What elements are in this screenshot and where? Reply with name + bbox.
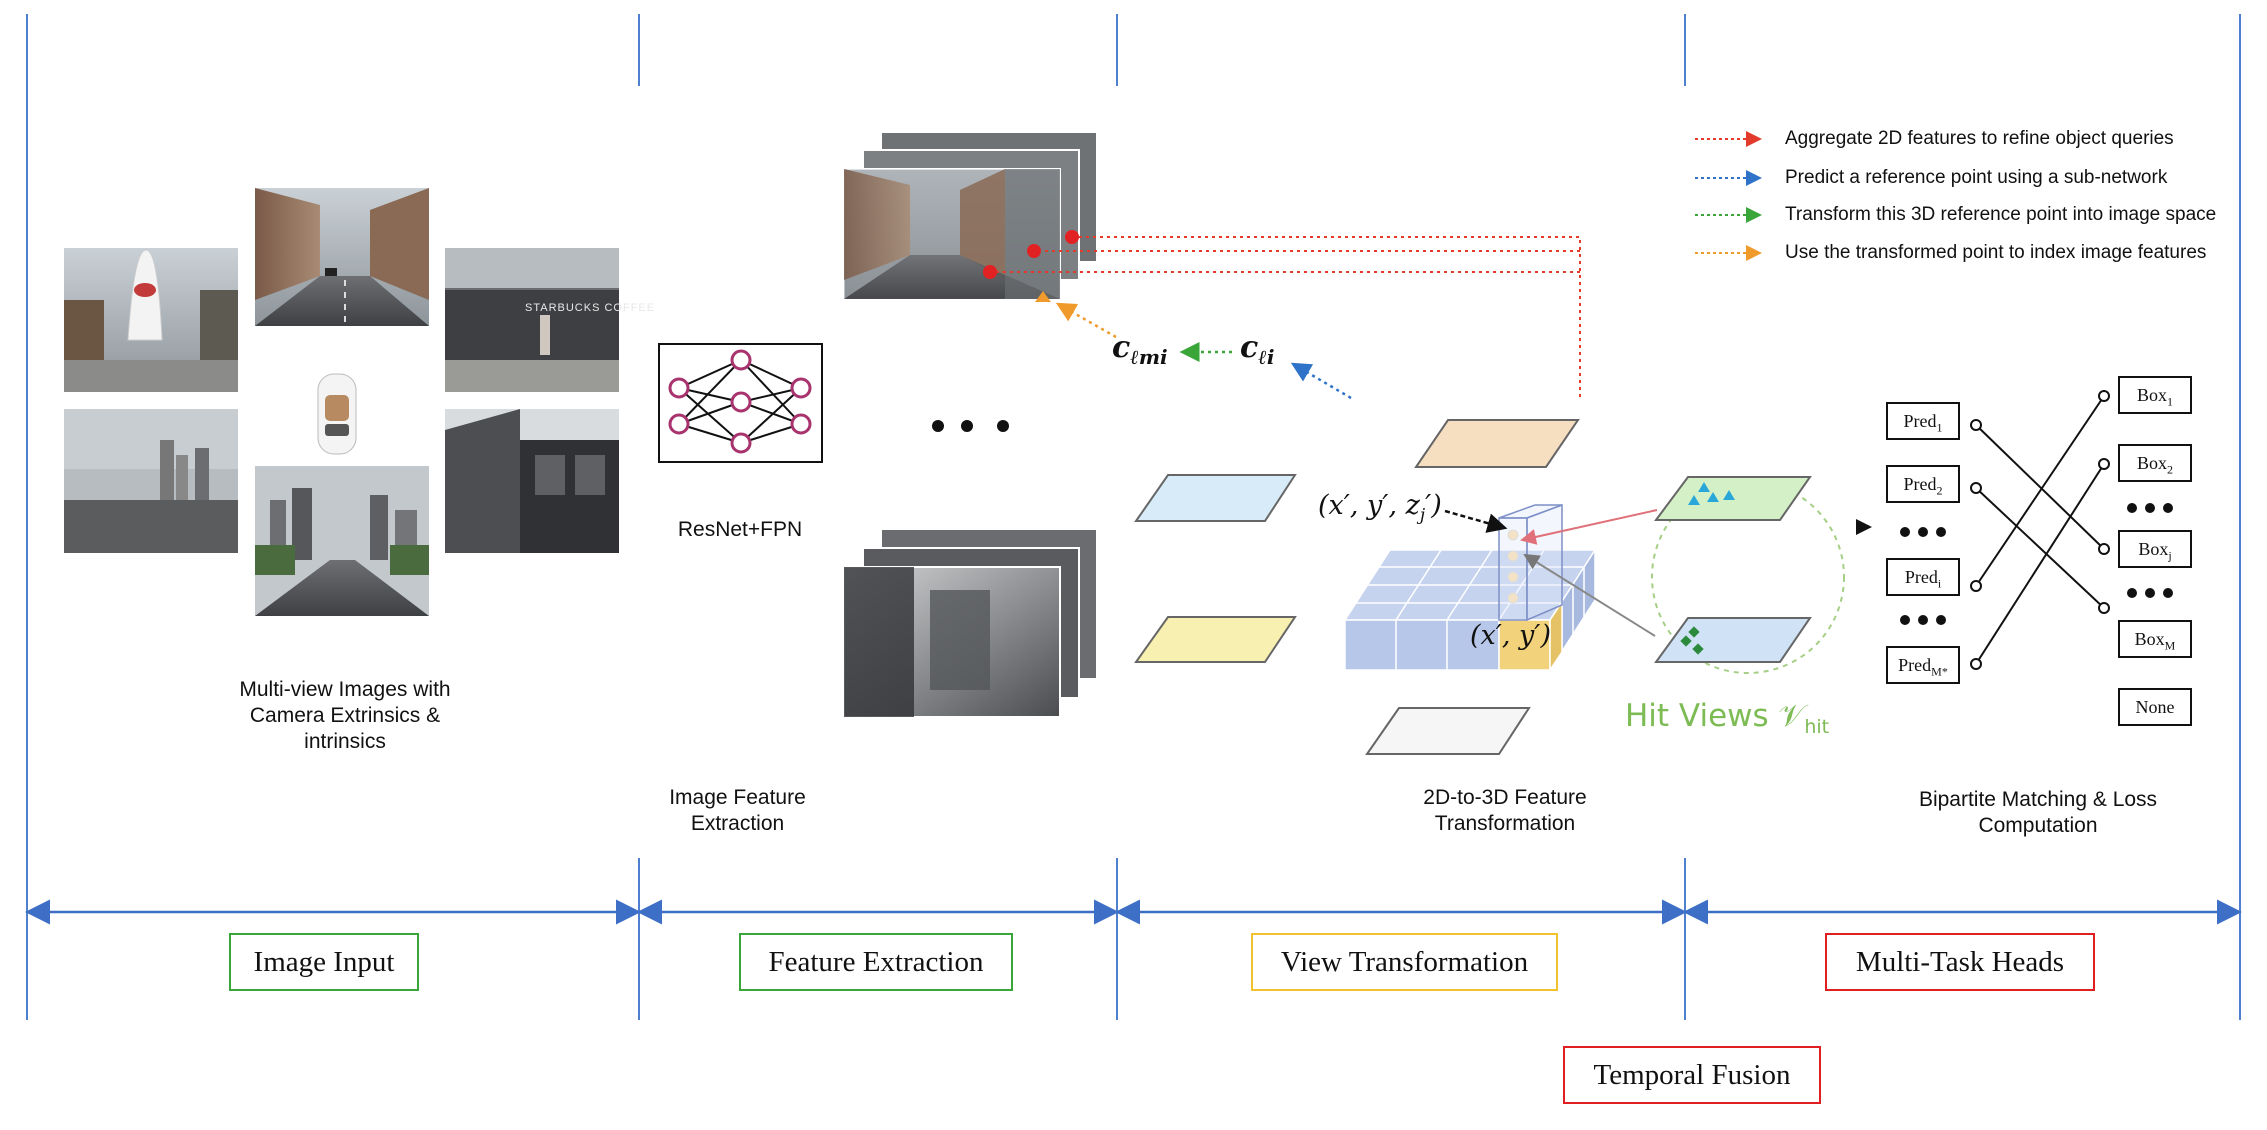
pred-box-m: PredM*	[1886, 646, 1960, 684]
gt-box-none: None	[2118, 688, 2192, 726]
more-cameras-ellipsis	[932, 420, 1009, 432]
camera-front-right-image	[445, 248, 619, 392]
predict-arrow	[1290, 362, 1352, 400]
label-hit-views: Hit Views 𝒱hit	[1625, 698, 1830, 739]
stage-image-input: Image Input	[229, 933, 419, 991]
resnet-network-icon	[658, 343, 823, 463]
camera-back-left-image	[64, 409, 238, 553]
camera-back-right-image	[445, 409, 619, 553]
photo-sign-text: STARBUCKS COFFEE	[525, 302, 656, 314]
aggregate-feature-arrows	[997, 236, 1581, 397]
caption-resnet: ResNet+FPN	[677, 518, 803, 541]
reference-point-samples	[1507, 529, 1519, 604]
index-arrow	[1055, 302, 1117, 339]
legend-aggregate: Aggregate 2D features to refine object q…	[1785, 128, 2174, 149]
caption-view-transform: 2D-to-3D Feature Transformation	[1423, 786, 1587, 835]
ego-car-icon	[317, 373, 357, 455]
legend-index: Use the transformed point to index image…	[1785, 242, 2207, 263]
section-dividers	[26, 14, 2241, 1020]
bev-plane-white	[1365, 707, 1531, 755]
legend-arrows	[1695, 131, 1762, 261]
caption-multi-view: Multi-view Images with Camera Extrinsics…	[239, 678, 451, 753]
bipartite-ellipsis	[1900, 503, 2173, 625]
stage-view-transformation: View Transformation	[1251, 933, 1558, 991]
gt-box-j: Boxj	[2118, 530, 2192, 568]
hit-view-arrow-bottom	[1523, 553, 1656, 637]
gt-box-2: Box2	[2118, 444, 2192, 482]
camera-front-image	[255, 188, 429, 326]
reference-pillar	[1498, 503, 1563, 622]
bipartite-endpoints	[1970, 390, 2110, 670]
hit-view-markers	[1680, 482, 1735, 655]
pred-box-2: Pred2	[1886, 465, 1960, 503]
caption-bipartite: Bipartite Matching & Loss Computation	[1918, 788, 2158, 837]
stage-multi-task-heads: Multi-Task Heads	[1825, 933, 2095, 991]
point-3d-pointer	[1444, 509, 1508, 533]
hit-view-planes	[1654, 476, 1812, 663]
stage-temporal-fusion: Temporal Fusion	[1563, 1046, 1821, 1104]
bev-planes	[1134, 419, 1580, 755]
feature-map-stack-bottom	[843, 528, 1098, 718]
gt-box-1: Box1	[2118, 376, 2192, 414]
label-c-lmi: cℓmi	[1112, 330, 1168, 369]
hit-view-arrow-top	[1520, 509, 1658, 545]
feature-map-stack-top	[843, 131, 1098, 300]
camera-front-left-image	[64, 248, 238, 392]
bipartite-lines	[1975, 395, 2105, 665]
projected-point-marker	[1035, 291, 1051, 302]
voxel-grid	[1343, 547, 1597, 673]
pred-box-i: Predi	[1886, 558, 1960, 596]
bev-plane-yellow	[1134, 616, 1297, 663]
bev-plane-blue	[1134, 474, 1297, 522]
label-c-li: cℓi	[1240, 330, 1275, 369]
gt-box-m: BoxM	[2118, 620, 2192, 658]
legend-transform: Transform this 3D reference point into i…	[1785, 204, 2217, 225]
camera-back-image	[255, 466, 429, 616]
label-point-2d: (x′, y′)	[1470, 620, 1551, 651]
stage-feature-extraction: Feature Extraction	[739, 933, 1013, 991]
sampled-feature-points	[983, 230, 1079, 279]
pred-box-1: Pred1	[1886, 402, 1960, 440]
label-point-3d: (x′, y′, zj′)	[1318, 490, 1442, 526]
multi-view-images	[64, 188, 619, 616]
bev-plane-orange	[1414, 419, 1580, 468]
legend-predict: Predict a reference point using a sub-ne…	[1785, 167, 2168, 188]
caption-feature-extraction: Image Feature Extraction	[669, 786, 806, 835]
